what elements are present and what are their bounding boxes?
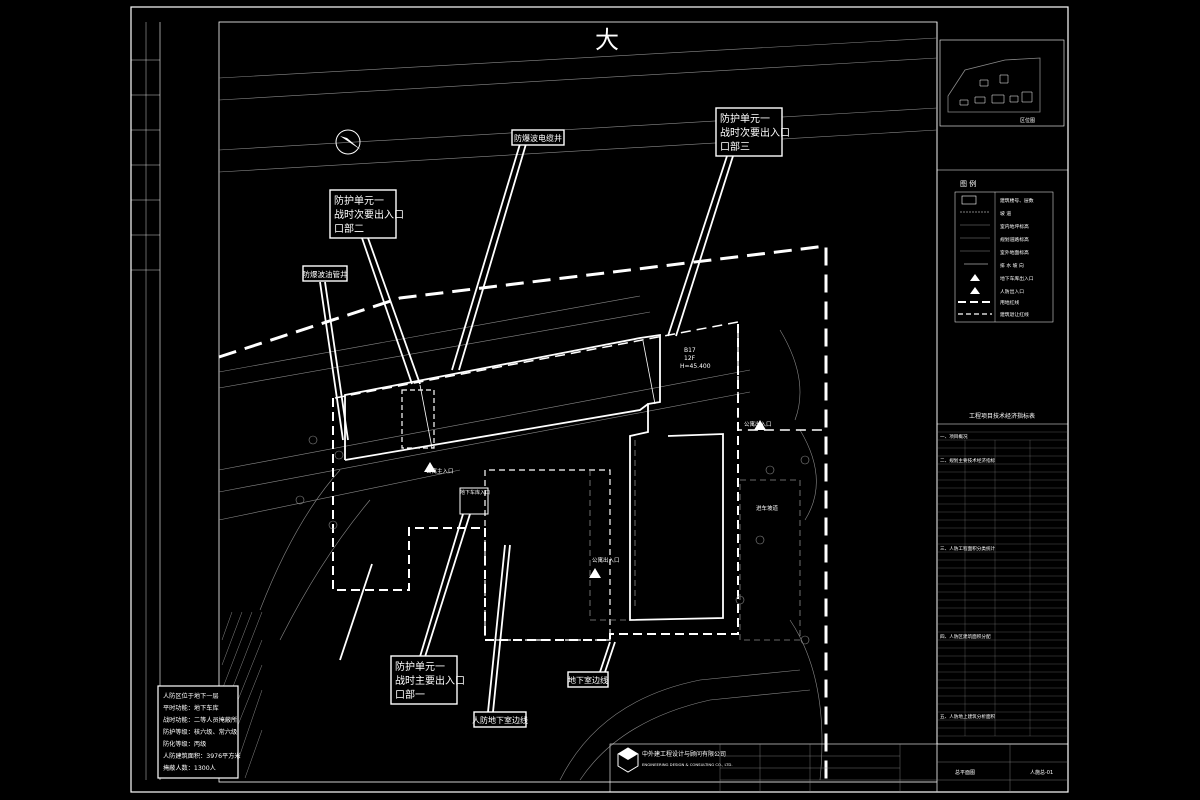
sheet-title: 总平面图 <box>955 769 975 776</box>
road-lines <box>218 37 938 781</box>
label-vehicle-entrance: 地下车库入口 <box>460 489 490 496</box>
svg-text:防化等级：丙级: 防化等级：丙级 <box>163 740 206 748</box>
exit-room-2 <box>401 389 435 449</box>
property-line <box>218 244 828 782</box>
svg-text:建筑楼号、层数: 建筑楼号、层数 <box>1000 197 1034 204</box>
svg-text:掩蔽人数：1300人: 掩蔽人数：1300人 <box>163 764 216 772</box>
callout-civil-defense-edge: 人防地下室边线 <box>472 715 528 725</box>
table-section3: 三、人防工程面积分类统计 <box>940 545 996 552</box>
callout-exit1-line2: 战时主要出入口 <box>395 674 465 687</box>
callout-cable-well: 防爆波电缆井 <box>514 133 562 143</box>
legend-heading: 图 例 <box>960 179 976 188</box>
civil-defense-outline <box>484 469 611 641</box>
courtyard-outline <box>589 440 636 621</box>
callout-exit3-line1: 防护单元一 <box>720 112 770 125</box>
svg-text:地下车库出入口: 地下车库出入口 <box>1000 275 1034 282</box>
info-note-lines: 人防区位于地下一层 平时功能：地下车库 战时功能：二等人员掩蔽所 防护等级：核六… <box>163 692 241 772</box>
svg-text:坡 道: 坡 道 <box>1000 210 1011 217</box>
exit-room-1 <box>459 487 489 515</box>
label-public-entrance-2: 公寓出入口 <box>592 556 620 564</box>
callout-exit3-line3: 口部三 <box>720 140 750 153</box>
keyplan-frame <box>939 39 1065 127</box>
svg-text:人防区位于地下一层: 人防区位于地下一层 <box>163 692 219 700</box>
leader-lines <box>319 143 734 713</box>
callout-exit2-line1: 防护单元一 <box>334 194 384 207</box>
callout-boxes <box>302 107 783 728</box>
building-floors: 12F <box>684 355 696 362</box>
table-rows <box>937 431 1068 737</box>
callout-exit2-line3: 口部二 <box>334 222 364 235</box>
legend-frame <box>954 191 1054 323</box>
label-ramp: 进车坡道 <box>756 504 779 512</box>
entrance-arrows <box>424 420 766 578</box>
svg-text:室外地面标高: 室外地面标高 <box>1000 249 1029 256</box>
callout-exit1-line1: 防护单元一 <box>395 660 445 673</box>
callout-basement-edge: 地下室边线 <box>568 675 608 685</box>
sheet-number: 人施总-01 <box>1030 769 1053 776</box>
legend-symbols <box>958 195 992 315</box>
callout-exit3-line2: 战时次要出入口 <box>720 126 790 139</box>
north-arrow-icon <box>335 129 361 155</box>
svg-text:室内地坪标高: 室内地坪标高 <box>1000 223 1029 230</box>
basement-outline <box>332 322 739 641</box>
info-note-box <box>157 685 239 779</box>
keyplan-site <box>947 57 1041 113</box>
building-height: H=45.400 <box>680 363 711 370</box>
outer-frame <box>130 6 1069 793</box>
title-strip <box>609 743 1069 793</box>
tree-marks <box>295 435 810 645</box>
table-section2: 二、规划主要技术经济指标 <box>940 457 996 464</box>
building-slab <box>344 403 649 461</box>
svg-text:规划道路标高: 规划道路标高 <box>1000 236 1029 243</box>
svg-text:用地红线: 用地红线 <box>1000 299 1019 306</box>
table-heading: 工程项目技术经济指标表 <box>969 412 1035 420</box>
svg-text:人防出入口: 人防出入口 <box>1000 288 1024 295</box>
company-logo <box>617 747 639 773</box>
label-public-entrance: 公寓主入口 <box>426 467 454 475</box>
svg-text:建筑退让红线: 建筑退让红线 <box>1000 311 1029 318</box>
svg-text:人防建筑面积：3976平方米: 人防建筑面积：3976平方米 <box>163 752 241 760</box>
left-strip-ticks <box>131 59 160 271</box>
svg-text:战时功能：二等人员掩蔽所: 战时功能：二等人员掩蔽所 <box>163 716 237 724</box>
building-inner <box>419 340 656 449</box>
right-ramp <box>739 479 801 641</box>
table-section5: 五、人防地上建筑分析面积 <box>940 713 996 720</box>
callout-exit1-line3: 口部一 <box>395 688 425 701</box>
svg-text:平时功能：地下车库: 平时功能：地下车库 <box>163 704 219 712</box>
callout-oil-pipe-well: 防爆波油管井 <box>303 269 348 279</box>
svg-text:排 水 坡 向: 排 水 坡 向 <box>1000 262 1024 269</box>
keyplan-label: 区位图 <box>1020 117 1035 124</box>
table-section1: 一、项目概况 <box>940 433 968 440</box>
callout-exit2-line2: 战时次要出入口 <box>334 208 404 221</box>
svg-text:防护等级：核六级、常六级: 防护等级：核六级、常六级 <box>163 728 237 736</box>
building-outline <box>344 333 724 621</box>
setback-line <box>334 321 826 431</box>
company-name-en: ENGINEERING DESIGN & CONSULTING CO., LTD… <box>642 762 733 767</box>
company-name-cn: 中外建工程设计与顾问有限公司 <box>642 750 726 758</box>
table-section4: 四、人防区建筑面积分配 <box>940 633 991 640</box>
legend-items: 建筑楼号、层数 坡 道 室内地坪标高 规划道路标高 室外地面标高 排 水 坡 向… <box>1000 197 1034 318</box>
label-public-entrance-3: 公寓出入口 <box>744 420 772 428</box>
drawing-heading: 大 <box>595 26 619 54</box>
hatch-area <box>221 611 263 779</box>
title-strip-cells <box>719 744 1068 792</box>
building-name: B17 <box>684 347 696 354</box>
keyplan-buildings <box>959 74 1033 106</box>
